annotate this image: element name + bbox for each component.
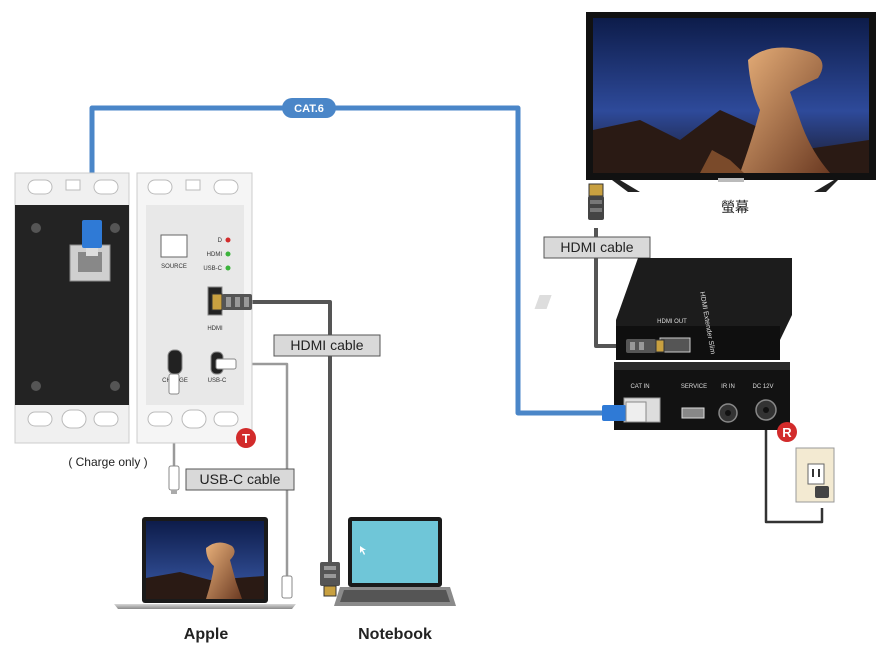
cat6-label-pill: CAT.6 bbox=[282, 98, 336, 118]
receiver-hdmi-out-label: HDMI OUT bbox=[657, 319, 687, 325]
wallplate-back bbox=[14, 172, 130, 444]
rj45-connector-receiver bbox=[602, 401, 647, 423]
usbc-cable-label-box: USB-C cable bbox=[185, 468, 295, 491]
svg-text:D: D bbox=[218, 238, 223, 244]
wallplate-source-label: SOURCE bbox=[161, 264, 187, 270]
apple-laptop bbox=[114, 517, 296, 609]
hdmi-cable-label-box-top: HDMI cable bbox=[543, 236, 651, 259]
wallplate-hdmi-led-label: HDMI bbox=[207, 252, 223, 258]
apple-label: Apple bbox=[184, 626, 229, 643]
charge-connector-end bbox=[168, 465, 180, 494]
hdmi-cable-label-box-mid: HDMI cable bbox=[273, 334, 381, 357]
cat6-cable bbox=[89, 105, 610, 416]
notebook-laptop bbox=[334, 517, 456, 606]
receiver-service-label: SERVICE bbox=[681, 384, 707, 390]
receiver-cat-in-label: CAT IN bbox=[630, 384, 649, 390]
rj45-connector-wallplate bbox=[82, 220, 102, 256]
power-outlet bbox=[795, 447, 835, 503]
charge-only-label: ( Charge only ) bbox=[68, 455, 147, 469]
tv-label: 螢幕 bbox=[721, 199, 749, 215]
wallplate-usbc-port-label: USB-C bbox=[208, 378, 227, 384]
wallplate-hdmi-port-label: HDMI bbox=[207, 326, 223, 332]
receiver-ir-in-label: IR IN bbox=[721, 384, 735, 390]
power-cable bbox=[764, 426, 824, 524]
receiver-dc-label: DC 12V bbox=[752, 384, 773, 390]
receiver-unit: HDMI Extender Slim HDMI OUT CAT IN SERVI… bbox=[534, 258, 792, 430]
usbc-connector-wallplate bbox=[215, 358, 237, 370]
hdmi-cable-label-top: HDMI cable bbox=[560, 239, 633, 255]
receiver-badge: R bbox=[777, 422, 797, 442]
hdmi-connector-wallplate bbox=[211, 293, 252, 311]
hdmi-connector-tv bbox=[588, 183, 604, 220]
svg-text:R: R bbox=[782, 425, 792, 440]
hdmi-connector-notebook bbox=[320, 562, 340, 597]
cat6-label: CAT.6 bbox=[294, 103, 324, 115]
transmitter-badge: T bbox=[236, 428, 256, 448]
hdmi-cable-wallplate bbox=[250, 300, 332, 570]
usbc-connector-apple bbox=[281, 575, 293, 599]
tv-monitor bbox=[586, 12, 876, 192]
wallplate-usbc-led-label: USB-C bbox=[203, 266, 222, 272]
hdmi-connector-receiver bbox=[626, 339, 665, 353]
hdmi-cable-label-mid: HDMI cable bbox=[290, 337, 363, 353]
usbc-cable-label: USB-C cable bbox=[200, 471, 281, 487]
notebook-label: Notebook bbox=[358, 626, 432, 643]
svg-text:T: T bbox=[242, 431, 250, 446]
charge-connector-wallplate bbox=[168, 373, 180, 395]
